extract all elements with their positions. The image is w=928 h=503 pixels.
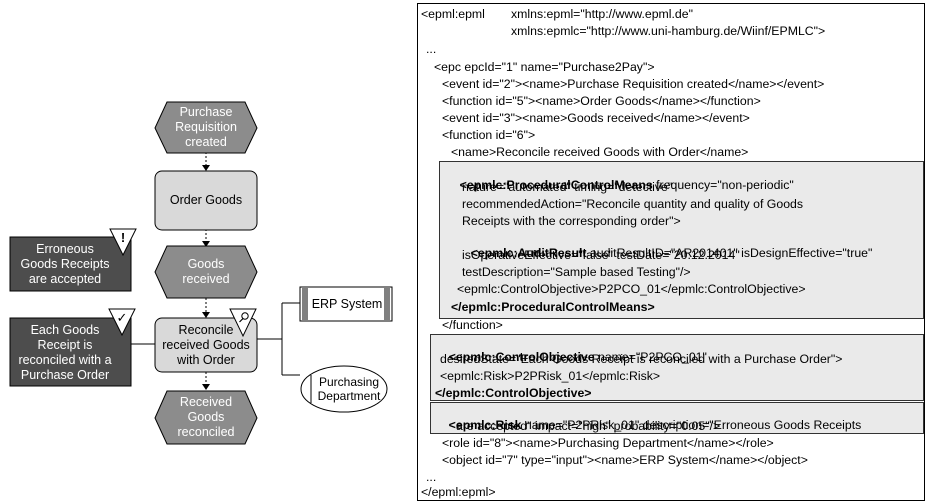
xml-attributes: name="P2PCO_01" <box>594 350 707 364</box>
risk-block <box>430 402 924 434</box>
epc-diagram: Purchase Requisition created Order Goods… <box>0 0 400 503</box>
xml-line: </epmlc:ProceduralControlMeans> <box>451 300 655 314</box>
risk-warning-icon <box>109 228 137 257</box>
xml-line: nature="automated" timing="detective" <box>462 180 673 194</box>
xml-line: </function> <box>442 318 503 332</box>
xml-attributes: name="P2PRisk_01" description="Erroneous… <box>521 418 862 432</box>
function-reconcile <box>154 317 258 373</box>
xml-line: <epmlc:ControlObjective>P2PCO_01</epmlc:… <box>457 282 806 296</box>
event-purchase-requisition <box>154 101 258 154</box>
erp-system-object <box>299 286 393 322</box>
magnifier-lens <box>241 312 249 320</box>
xml-line: <epc epcId="1" name="Purchase2Pay"> <box>434 60 655 74</box>
xml-line: <epmlc:Risk>P2PRisk_01</epmlc:Risk> <box>440 369 661 383</box>
flow-arrowhead <box>202 165 210 171</box>
control-objective-box <box>9 317 132 387</box>
flow-arrowhead <box>202 312 210 318</box>
risk-marker: ! <box>120 229 126 245</box>
xml-line: ... <box>426 42 437 56</box>
xml-line: <epmlc:ProceduralControlMeans frequency=… <box>446 163 794 208</box>
xml-line: </epmlc:ControlObjective> <box>435 386 592 400</box>
function-label: Order Goods <box>169 193 243 207</box>
xml-line: testDescription="Sample based Testing"/> <box>462 265 691 279</box>
control-objective-block <box>430 334 924 401</box>
event-label: Received Goods reconciled <box>177 395 235 439</box>
event-received-goods-reconciled <box>154 390 258 445</box>
event-goods-received <box>154 245 258 299</box>
flow-arrowhead <box>202 384 210 390</box>
xml-attributes: auditResultID="AR201401" isDesignEffecti… <box>586 246 873 260</box>
purchasing-department-label: Purchasing Department <box>317 375 381 403</box>
xml-element-name: <epmlc:Risk <box>448 418 522 432</box>
xml-line: <object id="7" type="input"><name>ERP Sy… <box>442 453 808 467</box>
event-label: Purchase Requisition created <box>175 105 237 149</box>
function-order-goods <box>154 170 258 231</box>
xml-line: xmlns:epmlc="http://www.uni-hamburg.de/W… <box>511 24 826 38</box>
xml-element-name: <epmlc:ControlObjective <box>448 350 595 364</box>
xml-line: desiredState="Each Goods Receipt is reco… <box>440 352 843 366</box>
event-label: Goods received <box>182 257 230 286</box>
xml-line: <name>Reconcile received Goods with Orde… <box>451 145 749 159</box>
epml-xml-listing: <epml:epml xmlns:epml="http://www.epml.d… <box>417 3 925 501</box>
xml-line: <function id="6"> <box>442 128 536 142</box>
control-marker: ✓ <box>116 309 128 325</box>
erp-system-label: ERP System <box>311 296 383 311</box>
purchasing-department-role <box>300 365 388 413</box>
control-objective-label: Each Goods Receipt is reconciled with a … <box>18 323 112 382</box>
xml-line: Receipts with the corresponding order"> <box>462 214 681 228</box>
xml-line: are accepted" impact="high" probability=… <box>456 419 721 433</box>
audit-magnifier-icon <box>229 308 257 338</box>
xml-element-name: <epmlc:ProceduralControlMeans <box>459 178 653 192</box>
xml-line: <event id="2"><name>Purchase Requisition… <box>442 77 825 91</box>
xml-attributes: frequency="non-periodic" <box>652 178 794 192</box>
control-check-icon <box>108 308 136 337</box>
procedural-control-means-block <box>439 161 924 319</box>
magnifier-handle <box>239 318 244 323</box>
function-label: Reconcile received Goods with Order <box>162 322 250 367</box>
xml-line: isOperativeEffective="false" testDate="2… <box>462 248 740 262</box>
xml-line: </epml:epml> <box>421 485 496 499</box>
diagram-shapes <box>9 101 393 445</box>
xml-line: <epmlc:Risk name="P2PRisk_01" descriptio… <box>435 403 862 448</box>
xml-line: recommendedAction="Reconcile quantity an… <box>462 197 804 211</box>
xml-line: <epml:epml <box>421 7 485 21</box>
xml-element-name: <epmlc:AuditResult <box>470 246 587 260</box>
xml-line: xmlns:epml="http://www.epml.de" <box>511 7 693 21</box>
xml-line: <event id="3"><name>Goods received</name… <box>442 111 750 125</box>
risk-label: Erroneous Goods Receipts are accepted <box>20 241 110 286</box>
xml-line: <role id="8"><name>Purchasing Department… <box>442 436 774 450</box>
xml-line: <epmlc:AuditResult auditResultID="AR2014… <box>457 231 873 276</box>
xml-line: <epmlc:ControlObjective name="P2PCO_01" <box>435 335 707 380</box>
xml-line: ... <box>426 470 437 484</box>
xml-line: <function id="5"><name>Order Goods</name… <box>442 94 761 108</box>
flow-arrowhead <box>202 241 210 247</box>
risk-box <box>9 236 132 292</box>
